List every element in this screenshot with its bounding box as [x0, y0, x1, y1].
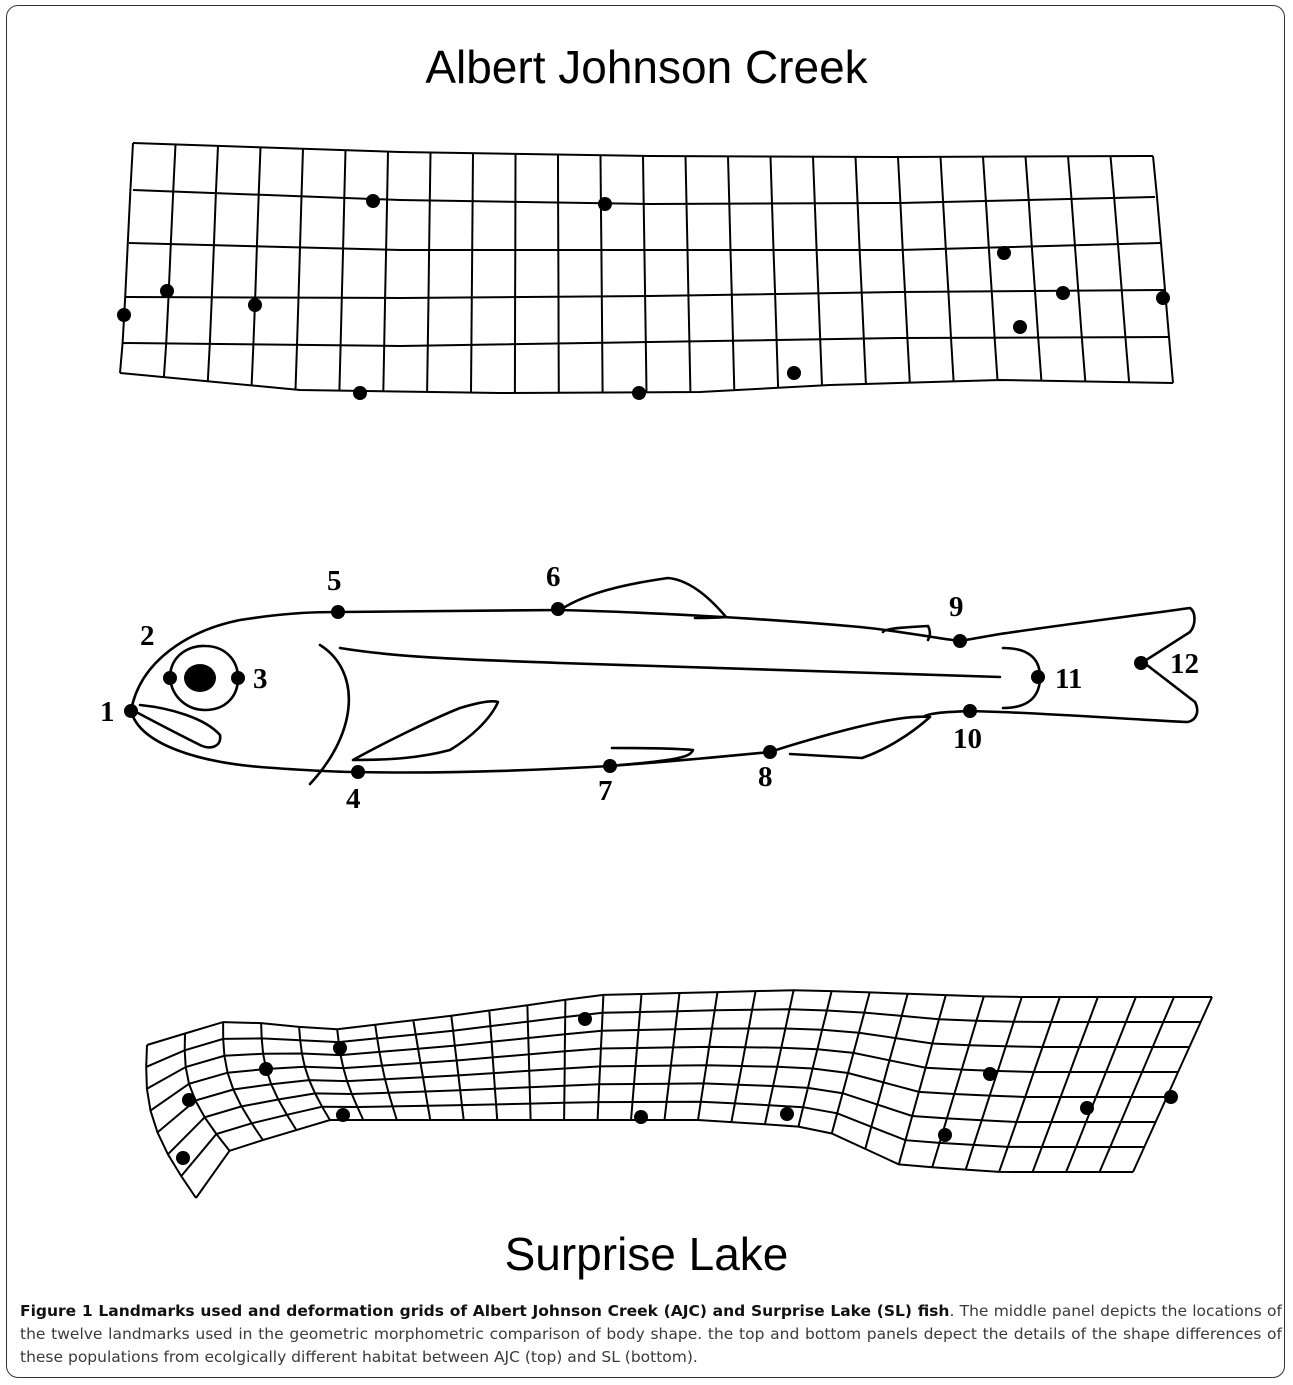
landmark-number-label: 11 — [1055, 663, 1082, 695]
landmark-number-label: 12 — [1170, 648, 1199, 680]
grid-column-line — [686, 156, 691, 392]
landmark-dot — [953, 634, 967, 648]
grid-column-line — [1111, 156, 1130, 382]
landmark-number-label: 9 — [949, 591, 964, 623]
grid-column-line — [813, 157, 822, 386]
grid-column-line — [164, 144, 176, 377]
grid-column-line — [1100, 997, 1175, 1172]
landmark-dot — [598, 197, 612, 211]
landmark-dot — [182, 1093, 196, 1107]
landmark-number-label: 2 — [140, 620, 155, 652]
grid-column-line — [1033, 997, 1098, 1172]
landmark-dot — [997, 246, 1011, 260]
grid-column-line — [832, 992, 870, 1133]
landmark-dot — [787, 366, 801, 380]
landmark-dot — [176, 1151, 190, 1165]
landmark-dot — [336, 1108, 350, 1122]
landmark-dot — [1013, 320, 1027, 334]
grid-column-line — [601, 155, 603, 392]
grid-column-line — [252, 147, 261, 385]
landmark-dot — [983, 1067, 997, 1081]
fish-eye-pupil — [184, 664, 216, 692]
landmark-dot — [333, 1041, 347, 1055]
landmark-dot — [231, 671, 245, 685]
grid-column-line — [983, 157, 998, 380]
caption-label: Figure 1 Landmarks used and deformation … — [20, 1302, 949, 1320]
landmark-dot — [551, 602, 565, 616]
grid-column-line — [865, 994, 907, 1149]
landmark-dot — [259, 1062, 273, 1076]
landmark-dot — [124, 704, 138, 718]
grid-column-line — [296, 149, 304, 390]
landmark-number-label: 8 — [758, 761, 773, 793]
grid-row-line — [133, 143, 1153, 157]
grid-column-line — [558, 155, 559, 393]
landmark-number-label: 5 — [327, 565, 342, 597]
grid-column-line — [208, 146, 218, 381]
landmark-dot — [1156, 291, 1170, 305]
grid-column-line — [932, 996, 984, 1167]
grid-column-line — [1153, 156, 1173, 383]
landmark-dot — [163, 671, 177, 685]
grid-column-line — [771, 157, 779, 388]
landmark-number-label: 1 — [100, 696, 115, 728]
grid-column-line — [728, 156, 734, 390]
grid-column-line — [471, 153, 473, 392]
grid-column-line — [427, 153, 430, 392]
figure-caption: Figure 1 Landmarks used and deformation … — [20, 1300, 1282, 1369]
landmark-dot — [632, 386, 646, 400]
grid-column-line — [643, 156, 647, 392]
grid-column-line — [1066, 997, 1136, 1172]
landmark-dot — [1134, 656, 1148, 670]
grid-column-line — [339, 150, 345, 390]
grid-column-line — [899, 995, 946, 1164]
ajc-deformation-grid — [120, 143, 1173, 393]
grid-column-line — [941, 157, 954, 382]
landmark-dot — [938, 1128, 952, 1142]
grid-column-line — [383, 152, 388, 392]
landmark-dot — [366, 194, 380, 208]
grid-column-line — [515, 154, 516, 393]
grid-column-line — [898, 157, 910, 383]
landmark-dot — [117, 308, 131, 322]
landmark-dot — [1080, 1101, 1094, 1115]
grid-column-line — [856, 157, 866, 384]
sl-deformation-grid — [146, 990, 1212, 1198]
grid-column-line — [120, 143, 133, 373]
grid-column-line — [798, 991, 831, 1127]
grid-column-line — [966, 997, 1022, 1170]
grid-column-line — [999, 997, 1060, 1172]
grid-column-line — [1133, 997, 1212, 1172]
landmark-dot — [963, 704, 977, 718]
landmark-dot — [1056, 286, 1070, 300]
landmark-dot — [603, 759, 617, 773]
landmark-number-label: 10 — [953, 723, 982, 755]
landmark-dot — [780, 1107, 794, 1121]
landmark-dot — [578, 1012, 592, 1026]
grid-row-line — [196, 1120, 1133, 1198]
landmark-dot — [331, 605, 345, 619]
landmark-dot — [248, 298, 262, 312]
grid-column-line — [564, 1000, 565, 1120]
bottom-panel-title: Surprise Lake — [0, 1231, 1293, 1277]
landmark-number-label: 4 — [346, 783, 361, 815]
landmark-dot — [353, 386, 367, 400]
landmark-dot — [763, 745, 777, 759]
landmark-number-label: 7 — [598, 775, 613, 807]
landmark-number-label: 6 — [546, 561, 561, 593]
fish-landmark-dots — [124, 602, 1148, 779]
landmark-dot — [1031, 670, 1045, 684]
landmark-dot — [160, 284, 174, 298]
landmark-dot — [1164, 1090, 1178, 1104]
landmark-dot — [351, 765, 365, 779]
grid-column-line — [1026, 157, 1042, 381]
landmark-number-label: 3 — [253, 663, 268, 695]
landmark-dot — [634, 1110, 648, 1124]
grid-column-line — [1068, 156, 1085, 381]
